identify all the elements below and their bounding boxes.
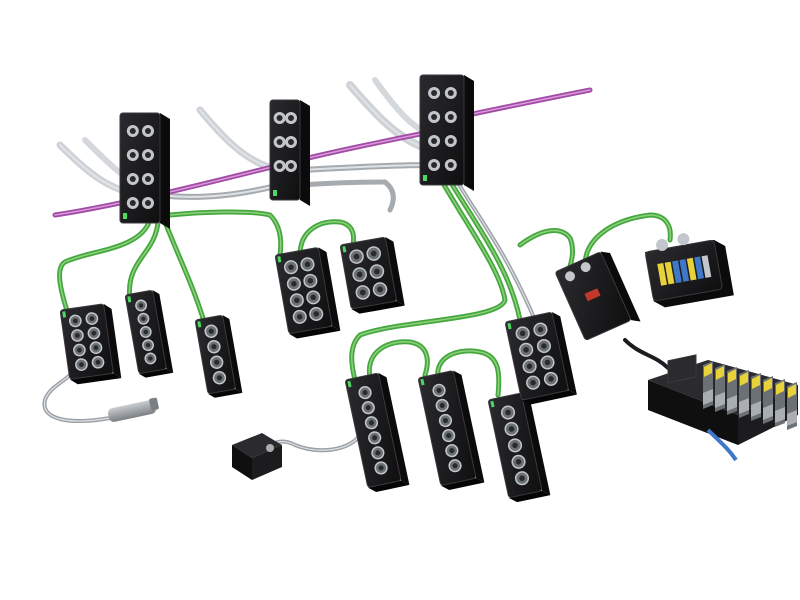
io-module-left-1 — [59, 303, 122, 385]
modules-layer — [59, 74, 734, 503]
io-module-center-2 — [339, 236, 405, 314]
pressure-sensor — [107, 397, 159, 422]
terminal-slot — [694, 256, 704, 280]
hub-module-left — [119, 112, 170, 229]
green-drop-cables — [57, 175, 673, 398]
terminal-slot — [701, 255, 712, 278]
pneumatic-tube — [706, 428, 738, 462]
fuse-indicator — [584, 288, 601, 302]
io-module-right-1 — [505, 312, 577, 405]
terminal-slot — [672, 260, 682, 284]
valve-connector — [232, 433, 282, 480]
io-module-left-3 — [194, 315, 243, 398]
io-module-left-2 — [124, 290, 174, 378]
terminal-slot — [679, 259, 690, 282]
terminal-slot — [686, 257, 697, 281]
compact-fuse-module — [555, 251, 641, 341]
terminal-block-module — [645, 233, 734, 308]
hub-module-center — [269, 99, 310, 206]
gray-trunk-cables — [56, 77, 443, 213]
valve-terminal — [648, 354, 798, 462]
terminal-slot — [657, 263, 668, 286]
io-module-bottom-2 — [418, 370, 485, 490]
hub-module-right — [419, 74, 474, 191]
io-module-center-1 — [274, 247, 341, 339]
io-module-bottom-3 — [488, 392, 551, 503]
terminal-slot — [664, 261, 675, 285]
io-module-bottom-1 — [345, 372, 410, 492]
